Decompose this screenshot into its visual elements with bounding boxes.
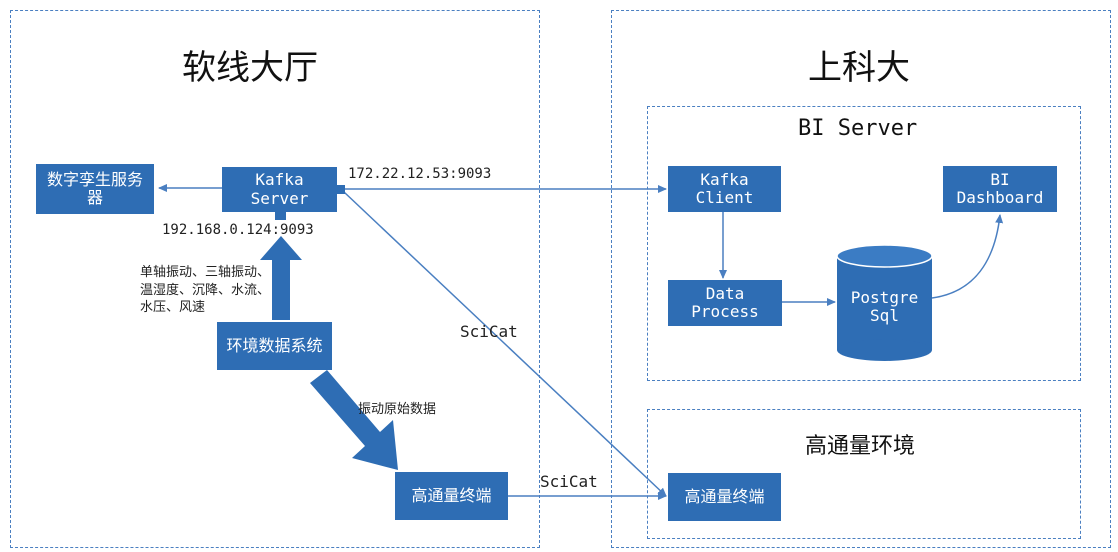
label-scicat-horizontal: SciCat (540, 472, 598, 491)
node-digital-twin-server: 数字孪生服务器 (36, 164, 154, 214)
right-region-title: 上科大 (808, 48, 910, 88)
node-bi-dashboard: BI Dashboard (943, 166, 1057, 212)
node-hpc-terminal-left-label: 高通量终端 (411, 485, 492, 505)
node-digital-twin-label: 数字孪生服务器 (46, 169, 143, 207)
bi-server-region (647, 106, 1081, 381)
edge-postgres-to-dashboard (931, 214, 1004, 299)
label-kafka-server-lan-ip: 192.168.0.124:9093 (162, 222, 314, 238)
node-hpc-terminal-right: 高通量终端 (668, 473, 781, 521)
big-arrow-env-to-hpc (310, 370, 398, 470)
node-postgresql-label: Postgre Sql (850, 287, 919, 325)
left-region-soft-x-ray-hall (10, 10, 540, 548)
big-arrow-env-to-kafka (260, 236, 302, 320)
edge-kafka-to-hpc-right (343, 191, 667, 497)
port-kafka-bottom (275, 210, 286, 220)
label-kafka-server-ip: 172.22.12.53:9093 (348, 166, 492, 182)
node-postgresql-label-box: Postgre Sql (837, 280, 932, 334)
node-kafka-server-label: Kafka Server (250, 170, 309, 208)
right-region-shanghaitech (611, 10, 1111, 548)
node-kafka-client-label: Kafka Client (695, 169, 754, 207)
node-kafka-server: Kafka Server (222, 167, 337, 212)
left-region-title: 软线大厅 (182, 48, 318, 88)
label-vibration-raw-data: 振动原始数据 (358, 402, 437, 417)
hpc-environment-region (647, 409, 1081, 539)
label-scicat-diagonal: SciCat (460, 322, 518, 341)
postgresql-cylinder (836, 244, 933, 361)
node-bi-dashboard-label: BI Dashboard (956, 169, 1044, 207)
node-data-process-label: Data Process (691, 283, 759, 321)
label-sensor-types: 单轴振动、三轴振动、 温湿度、沉降、水流、 水压、风速 (140, 265, 271, 316)
node-env-data-system-label: 环境数据系统 (226, 335, 323, 355)
node-hpc-terminal-left: 高通量终端 (395, 472, 508, 520)
bi-server-title: BI Server (798, 116, 918, 141)
node-data-process: Data Process (668, 280, 782, 326)
hpc-environment-title: 高通量环境 (805, 434, 916, 459)
node-kafka-client: Kafka Client (668, 166, 781, 212)
node-env-data-system: 环境数据系统 (217, 322, 332, 370)
port-kafka-right (337, 185, 345, 194)
node-hpc-terminal-right-label: 高通量终端 (684, 486, 765, 506)
